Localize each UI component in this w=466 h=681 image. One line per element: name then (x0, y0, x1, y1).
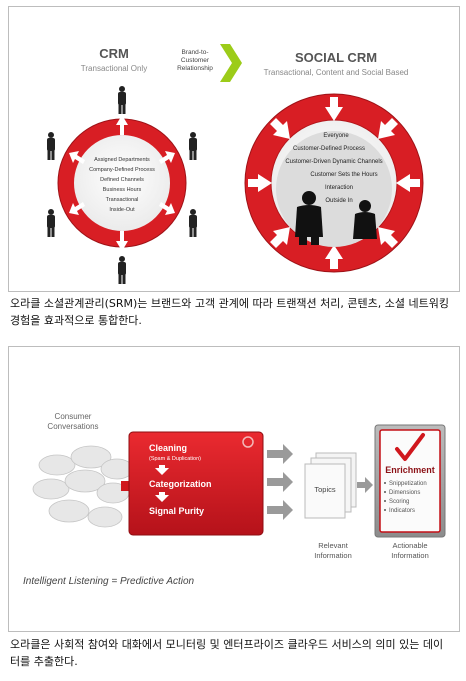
social-crm-title: SOCIAL CRM (295, 50, 377, 65)
enrichment-item: Dimensions (389, 490, 420, 496)
step-categorization: Categorization (149, 479, 212, 489)
figure-crm-vs-social-crm: CRM Transactional Only Brand-to- Custome… (8, 6, 460, 292)
enrichment-box: Enrichment Snippetization Dimensions Sco… (374, 424, 446, 538)
crm-item: Assigned Departments (94, 157, 150, 163)
enrichment-item: Snippetization (389, 481, 427, 487)
relationship-label-line-3: Relationship (177, 65, 213, 72)
step-cleaning: Cleaning (149, 443, 187, 453)
consumer-label-line-2: Conversations (47, 422, 98, 431)
process-box: Cleaning (Spam & Duplication) Categoriza… (128, 431, 264, 536)
relevant-label-line-1: Relevant (318, 541, 349, 550)
social-item: Interaction (325, 185, 353, 191)
person-icon (118, 256, 126, 284)
topics-to-enrichment-arrow (357, 477, 373, 493)
tagline: Intelligent Listening = Predictive Actio… (23, 576, 195, 587)
listening-diagram: Consumer Conversations Cleaning (Spam & … (23, 412, 446, 587)
caption-figure-1: 오라클 소셜관계관리(SRM)는 브랜드와 고객 관계에 따라 트랜잭션 처리,… (10, 297, 449, 327)
checkmark-icon (395, 433, 425, 461)
relationship-label: Brand-to- Customer Relationship (177, 49, 213, 72)
step-signal-purity: Signal Purity (149, 506, 204, 516)
down-arrow-icon (155, 492, 169, 502)
person-icon (189, 209, 197, 237)
step-cleaning-detail: (Spam & Duplication) (149, 456, 201, 462)
person-icons (47, 86, 197, 284)
crm-item: Defined Channels (100, 177, 144, 183)
speech-bubble-icons (32, 445, 134, 528)
crm-diagram: CRM Transactional Only Brand-to- Custome… (47, 44, 424, 284)
refresh-icon (242, 436, 254, 448)
social-crm-subtitle: Transactional, Content and Social Based (264, 68, 409, 77)
relationship-label-line-1: Brand-to- (181, 49, 208, 56)
crm-item: Transactional (106, 197, 139, 203)
crm-subtitle: Transactional Only (81, 64, 147, 73)
person-icon (189, 132, 197, 160)
silhouette-people (276, 131, 392, 247)
topics-label: Topics (314, 485, 336, 494)
social-item: Customer-Driven Dynamic Channels (285, 159, 382, 165)
topics-stack: Topics (304, 452, 357, 519)
green-chevron-arrow (220, 44, 242, 82)
crm-item: Company-Defined Process (89, 167, 155, 173)
actionable-label-line-1: Actionable (392, 541, 427, 550)
enrichment-item: Indicators (389, 508, 415, 514)
crm-ring (57, 115, 187, 251)
social-item: Everyone (323, 133, 349, 139)
social-item: Outside In (325, 198, 352, 204)
crm-title: CRM (99, 46, 129, 61)
crm-items: Assigned Departments Company-Defined Pro… (89, 157, 155, 213)
relationship-label-line-2: Customer (181, 57, 210, 64)
down-arrow-icon (155, 465, 169, 475)
person-icon (118, 86, 126, 114)
social-item: Customer Sets the Hours (310, 172, 377, 178)
actionable-label-line-2: Information (391, 551, 429, 560)
relevant-label-line-2: Information (314, 551, 352, 560)
crm-item: Inside-Out (109, 207, 135, 213)
output-arrows (267, 444, 293, 520)
social-item: Customer-Defined Process (293, 146, 365, 152)
enrichment-item: Scoring (389, 499, 409, 505)
enrichment-title: Enrichment (385, 465, 435, 475)
person-icon (47, 209, 55, 237)
crm-item: Business Hours (103, 187, 142, 193)
social-crm-items: Everyone Customer-Defined Process Custom… (285, 133, 382, 204)
consumer-label-line-1: Consumer (55, 412, 92, 421)
person-icon (47, 132, 55, 160)
figure-intelligent-listening: Consumer Conversations Cleaning (Spam & … (8, 346, 460, 632)
caption-figure-2: 오라클은 사회적 참여와 대화에서 모니터링 및 엔터프라이즈 클라우드 서비스… (10, 638, 444, 668)
